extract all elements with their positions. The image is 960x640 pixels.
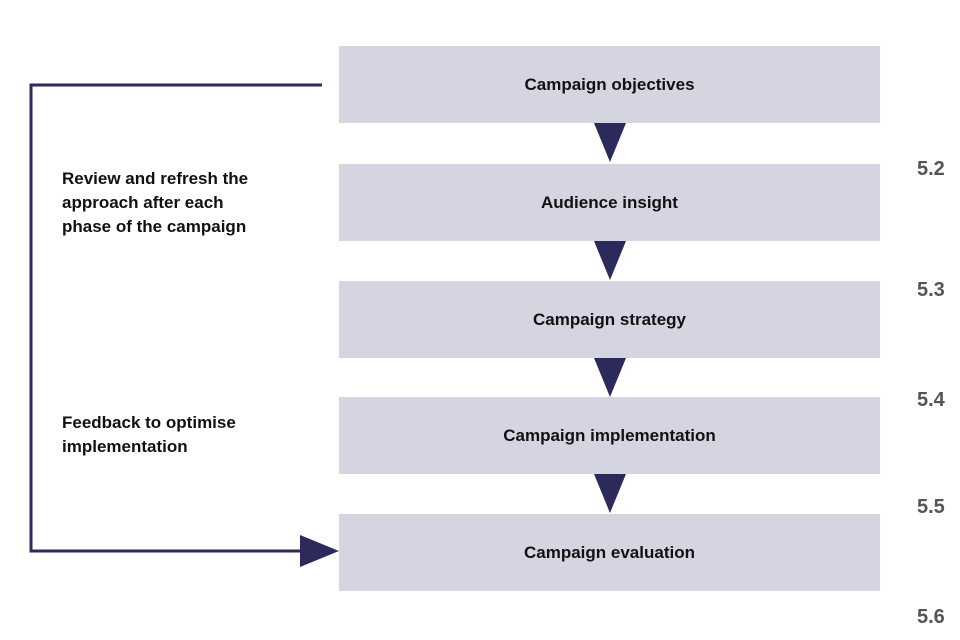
down-arrow-1	[594, 123, 626, 162]
step-label: Campaign evaluation	[524, 542, 695, 562]
down-arrow-4	[594, 474, 626, 513]
step-campaign-implementation: Campaign implementation	[339, 397, 880, 474]
section-number: 5.5	[917, 496, 945, 518]
step-label: Campaign strategy	[532, 309, 687, 329]
review-note-line: Review and refresh the	[62, 169, 249, 188]
down-arrow-2	[594, 241, 626, 280]
step-campaign-strategy: Campaign strategy	[339, 281, 880, 358]
feedback-note-line: Feedback to optimise	[62, 413, 236, 432]
step-campaign-objectives: Campaign objectives	[339, 46, 880, 123]
review-note: Review and refresh the approach after ea…	[62, 167, 248, 239]
section-number: 5.2	[917, 158, 945, 180]
step-label: Campaign objectives	[524, 74, 695, 94]
step-label: Audience insight	[541, 192, 678, 212]
down-arrow-3	[594, 358, 626, 397]
step-audience-insight: Audience insight	[339, 164, 880, 241]
section-number: 5.3	[917, 279, 945, 301]
feedback-note-line: implementation	[62, 437, 188, 456]
feedback-loop-line	[29, 83, 322, 553]
step-campaign-evaluation: Campaign evaluation	[339, 514, 880, 591]
review-note-line: phase of the campaign	[62, 217, 247, 236]
feedback-loop-arrowhead	[300, 535, 339, 567]
review-note-line: approach after each	[62, 193, 224, 212]
section-number: 5.4	[917, 389, 945, 411]
section-number: 5.6	[917, 606, 945, 628]
step-label: Campaign implementation	[503, 425, 716, 445]
feedback-note: Feedback to optimise implementation	[62, 411, 236, 459]
